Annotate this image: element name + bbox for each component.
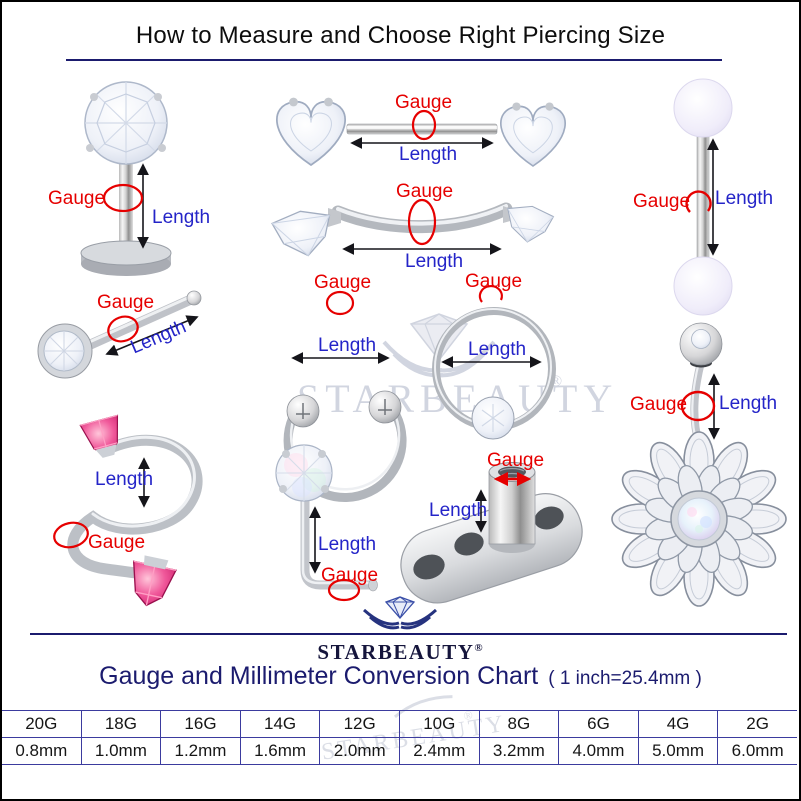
dermal-gauge-label: Gauge [487,450,545,471]
mm-cell: 2.0mm [320,738,400,764]
gauge-cell: 10G [400,711,480,737]
l-stud-gauge-label: Gauge [321,565,379,586]
conversion-chart-note: ( 1 inch=25.4mm ) [548,668,702,689]
heart-barbell-length-label: Length [399,144,458,165]
labret-gauge-label: Gauge [48,188,106,209]
horseshoe-gauge-label: Gauge [314,272,372,293]
l-shaped-nose-stud [275,444,378,602]
brand-divider-line [30,633,787,635]
logo-diamond-icon [362,596,438,630]
gauge-cell: 16G [161,711,241,737]
horseshoe-length-label: Length [318,335,377,356]
brand-logo: STARBEAUTY® [300,594,500,663]
horseshoe-circular-barbell [283,290,407,503]
page-title: How to Measure and Choose Right Piercing… [135,22,666,49]
captive-bead-ring [432,284,556,440]
conversion-chart-heading: Gauge and Millimeter Conversion Chart ( … [2,662,799,691]
brand-logo-text: STARBEAUTY® [317,640,483,664]
curved-barbell [271,198,555,257]
straight-barbell-length-label: Length [715,188,774,209]
title-underline [66,59,722,61]
brand-watermark-center: STARBEAUTY ® [297,313,612,421]
spiral-gauge-label: Gauge [88,532,146,553]
mm-cell: 1.6mm [241,738,321,764]
spiral-length-label: Length [95,469,154,490]
mm-cell: 4.0mm [559,738,639,764]
labret-stud [80,81,172,276]
gauge-cell: 2G [746,714,769,733]
straight-barbell-gauge-label: Gauge [633,191,691,212]
dermal-length-label: Length [429,500,488,521]
spiral-twist-barbell [53,414,203,607]
labret-length-label: Length [152,207,211,228]
mm-cell: 1.0mm [82,738,162,764]
l-stud-length-label: Length [318,534,377,555]
mm-cell: 1.2mm [161,738,241,764]
gauge-cell: 20G [2,711,82,737]
nose-bone-stud [37,290,202,379]
belly-ring-length-label: Length [719,393,778,414]
gauge-cell: 6G [559,711,639,737]
svg-text:®: ® [463,708,474,723]
mm-cell: 3.2mm [480,738,560,764]
mm-cell: 5.0mm [639,738,719,764]
nose-bone-gauge-label: Gauge [97,292,155,313]
gauge-cell: 14G [241,711,321,737]
captive-ring-length-label: Length [468,339,527,360]
captive-ring-gauge-label: Gauge [465,271,523,292]
gauge-cell: 8G [480,711,560,737]
conversion-chart-title: Gauge and Millimeter Conversion Chart [99,662,539,690]
gauge-cell: 4G [639,711,719,737]
heart-gem-barbell [276,97,566,167]
curved-barbell-length-label: Length [405,251,464,272]
gauge-cell: 18G [82,711,162,737]
registered-mark: ® [474,642,483,654]
gauge-cell: 12G [320,711,400,737]
heart-barbell-gauge-label: Gauge [395,92,453,113]
mm-cell: 2.4mm [400,738,480,764]
curved-barbell-gauge-label: Gauge [396,181,454,202]
mm-cell: 6.0mm [731,741,784,760]
belly-button-ring-flower [611,322,787,607]
dermal-anchor [400,462,583,604]
straight-barbell [673,78,733,316]
mm-cell: 0.8mm [2,738,82,764]
belly-ring-gauge-label: Gauge [630,394,688,415]
